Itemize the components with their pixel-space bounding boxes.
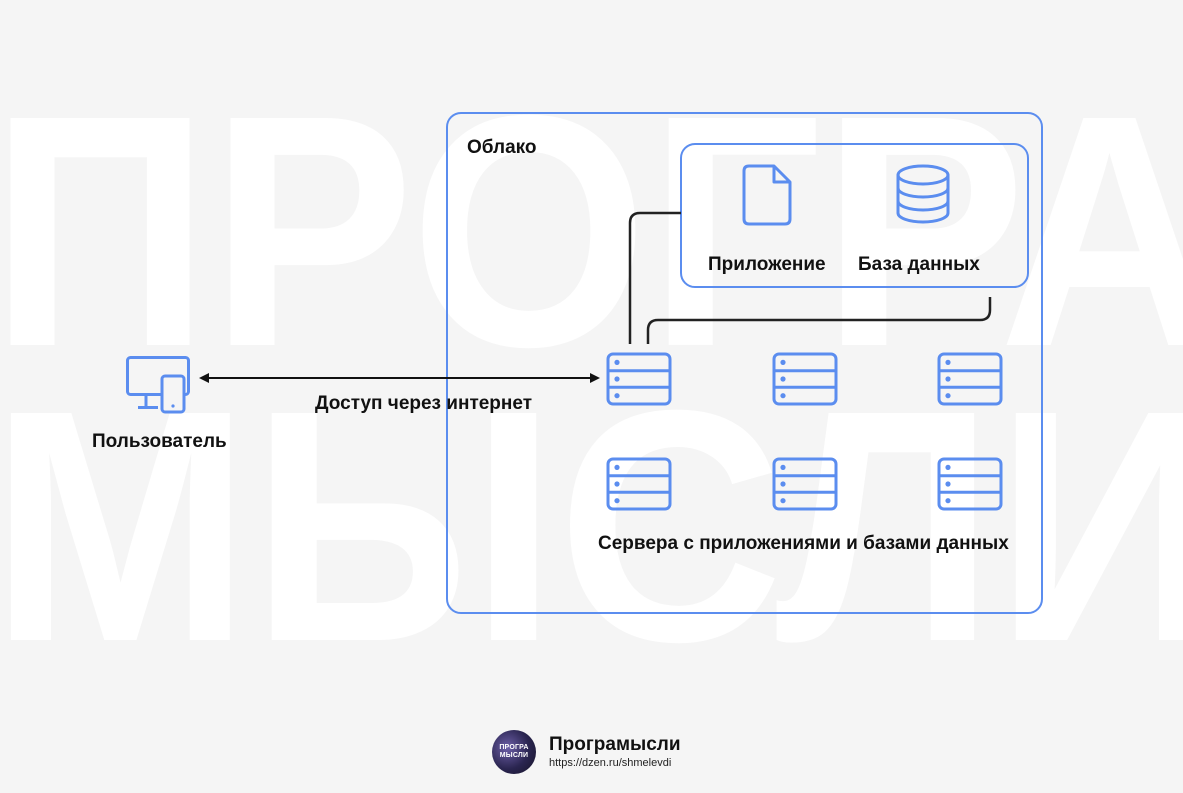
file-icon	[742, 164, 792, 226]
server-icon	[606, 457, 672, 511]
server-icon	[606, 352, 672, 406]
connector-app	[628, 211, 681, 344]
database-icon	[896, 164, 950, 224]
server-icon	[772, 352, 838, 406]
db-label: База данных	[858, 254, 980, 275]
app-db-box	[680, 143, 1029, 288]
brand-logo-line-2: МЫСЛИ	[499, 752, 529, 759]
access-label: Доступ через интернет	[315, 393, 533, 414]
app-label: Приложение	[708, 254, 826, 275]
connector-db	[646, 297, 992, 344]
brand-footer: ПРОГРА МЫСЛИ Програмысли https://dzen.ru…	[492, 730, 681, 774]
servers-label: Сервера с приложениями и базами данных	[598, 533, 1009, 554]
user-label: Пользователь	[92, 431, 227, 452]
brand-logo: ПРОГРА МЫСЛИ	[492, 730, 536, 774]
server-icon	[937, 457, 1003, 511]
brand-url[interactable]: https://dzen.ru/shmelevdi	[549, 756, 672, 769]
cloud-container	[446, 112, 1043, 614]
devices-icon	[126, 356, 190, 414]
cloud-label: Облако	[467, 137, 537, 158]
server-icon	[772, 457, 838, 511]
server-icon	[937, 352, 1003, 406]
brand-name: Програмысли	[549, 734, 681, 756]
brand-logo-line-1: ПРОГРА	[499, 744, 529, 751]
